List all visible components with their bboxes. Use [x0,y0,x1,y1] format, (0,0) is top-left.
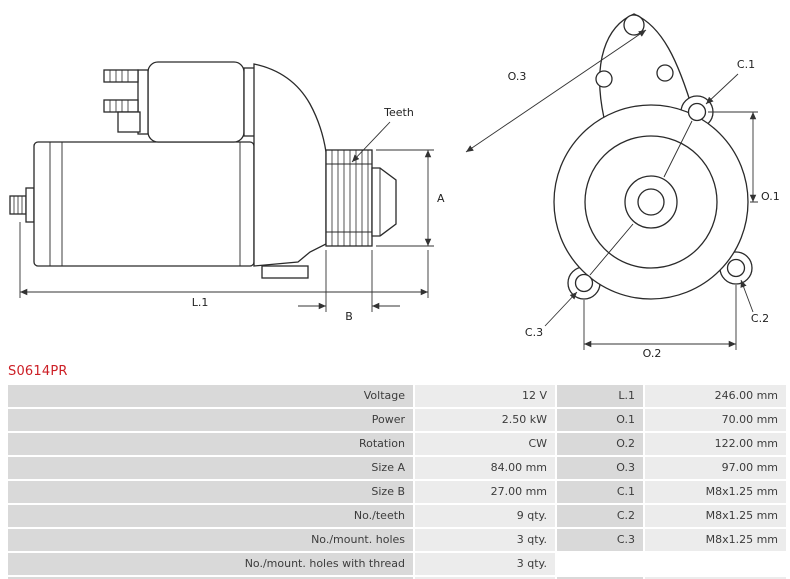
spec-label-2: C.2 [557,505,643,527]
spec-table: Voltage 12 V L.1 246.00 mm Power 2.50 kW… [8,385,786,579]
spec-label-2: L.1 [557,385,643,407]
dim-label-c1: C.1 [737,58,755,71]
dim-label-c3: C.3 [525,326,543,339]
rear-stud [9,187,35,223]
pinion-gear [325,149,373,247]
spec-label-2: C.1 [557,481,643,503]
spec-value: CW [415,433,555,455]
drive-end-housing [253,63,327,279]
dim-label-c2: C.2 [751,312,769,325]
dim-label-o1: O.1 [761,190,780,203]
spec-label: No./teeth [8,505,413,527]
mounting-holes [574,102,746,293]
shaft-nose [371,167,397,237]
top-bracket [595,13,695,119]
dim-label-b: B [345,310,353,323]
spec-value: 84.00 mm [415,457,555,479]
dim-label-o2: O.2 [643,347,662,360]
motor-body [33,141,255,267]
spec-value-2: 97.00 mm [645,457,786,479]
spec-value: 3 qty. [415,553,555,575]
starter-motor-technical-drawing: L.1 A B Teeth [9,13,780,360]
spec-label: Size A [8,457,413,479]
spec-label-2: O.2 [557,433,643,455]
spec-label-2 [557,577,643,579]
spec-value: 3 qty. [415,529,555,551]
spec-label: No./mount. holes [8,529,413,551]
front-view-drawing [553,13,753,300]
spec-label-2 [557,553,643,575]
spec-value: 2.50 kW [415,409,555,431]
spec-value: 27.00 mm [415,481,555,503]
side-view-drawing [9,61,397,279]
solenoid [103,61,263,143]
spec-label: Size B [8,481,413,503]
part-number: S0614PR [8,364,68,379]
front-view-dimensions [465,29,758,350]
spec-label-2: C.3 [557,529,643,551]
spec-value-2: M8x1.25 mm [645,481,786,503]
motor-face [553,104,749,300]
dim-label-l1: L.1 [192,296,209,309]
spec-value [415,577,555,579]
spec-value: 12 V [415,385,555,407]
spec-label: Power [8,409,413,431]
spec-label: Voltage [8,385,413,407]
spec-value-2 [645,553,786,575]
teeth-label: Teeth [383,106,414,119]
spec-value-2 [645,577,786,579]
spec-value: 9 qty. [415,505,555,527]
spec-value-2: 122.00 mm [645,433,786,455]
spec-label-2: O.1 [557,409,643,431]
spec-value-2: M8x1.25 mm [645,505,786,527]
dim-label-o3: O.3 [508,70,527,83]
spec-value-2: M8x1.25 mm [645,529,786,551]
spec-label [8,577,413,579]
side-view-dimensions [19,121,434,312]
dim-label-a: A [437,192,445,205]
spec-label: No./mount. holes with thread [8,553,413,575]
spec-label-2: O.3 [557,457,643,479]
spec-label: Rotation [8,433,413,455]
spec-value-2: 246.00 mm [645,385,786,407]
spec-value-2: 70.00 mm [645,409,786,431]
